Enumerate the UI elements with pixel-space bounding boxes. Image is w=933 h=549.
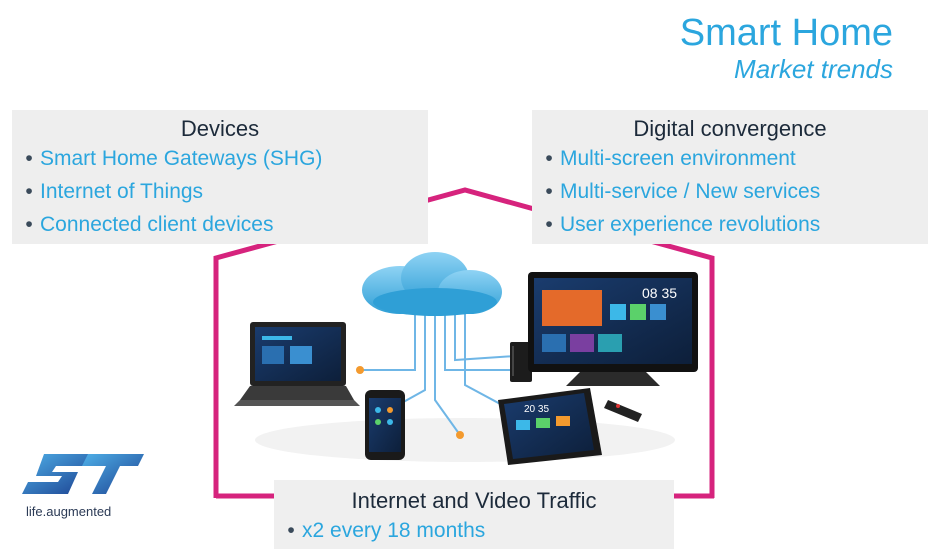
bullet-icon: • bbox=[287, 519, 295, 542]
laptop-icon bbox=[234, 322, 360, 406]
tv-clock: 08 35 bbox=[642, 285, 677, 301]
list-item: • Smart Home Gateways (SHG) bbox=[18, 142, 428, 175]
convergence-panel: Digital convergence • Multi-screen enviro… bbox=[532, 110, 928, 244]
bullet-icon: • bbox=[545, 147, 553, 170]
page-title: Smart Home bbox=[679, 12, 893, 54]
list-item: • Multi-screen environment bbox=[538, 142, 928, 175]
convergence-list: • Multi-screen environment • Multi-service… bbox=[532, 142, 928, 241]
list-item-label: Smart Home Gateways (SHG) bbox=[40, 147, 323, 170]
bullet-icon: • bbox=[545, 213, 553, 236]
bullet-icon: • bbox=[25, 180, 33, 203]
traffic-heading: Internet and Video Traffic bbox=[351, 488, 597, 513]
bullet-icon: • bbox=[545, 180, 553, 203]
list-item: • Multi-service / New services bbox=[538, 175, 928, 208]
list-item-label: x2 every 18 months bbox=[302, 519, 486, 542]
remote-control-icon bbox=[604, 400, 642, 422]
bullet-icon: • bbox=[25, 147, 33, 170]
st-logo-mark bbox=[22, 454, 144, 494]
devices-panel: Devices • Smart Home Gateways (SHG) • Inte… bbox=[12, 110, 428, 244]
page-title-block: Smart Home Market trends bbox=[680, 12, 893, 84]
logo-tagline: life.augmented bbox=[26, 504, 112, 519]
traffic-panel: Internet and Video Traffic • x2 every 18 … bbox=[274, 480, 674, 549]
connected-devices-illustration: 08 35 20 35 bbox=[234, 252, 698, 465]
list-item: • Internet of Things bbox=[18, 175, 428, 208]
bullet-icon: • bbox=[25, 213, 33, 236]
devices-list: • Smart Home Gateways (SHG) • Internet of … bbox=[12, 142, 428, 241]
tablet-icon: 20 35 bbox=[498, 388, 602, 465]
gateway-box-icon bbox=[510, 342, 532, 382]
cloud-icon bbox=[362, 252, 502, 316]
page-subtitle: Market trends bbox=[734, 54, 893, 84]
list-item-label: Multi-service / New services bbox=[560, 180, 821, 203]
list-item-label: Multi-screen environment bbox=[560, 147, 796, 170]
st-logo: life.augmented bbox=[22, 452, 152, 522]
tv-icon: 08 35 bbox=[528, 272, 698, 386]
list-item-label: Connected client devices bbox=[40, 213, 274, 236]
tablet-clock: 20 35 bbox=[524, 404, 549, 415]
list-item: • x2 every 18 months bbox=[280, 514, 674, 547]
list-item-label: Internet of Things bbox=[40, 180, 204, 203]
traffic-list: • x2 every 18 months bbox=[274, 514, 674, 547]
convergence-heading: Digital convergence bbox=[633, 116, 827, 141]
phone-icon bbox=[365, 390, 405, 460]
list-item-label: User experience revolutions bbox=[560, 213, 821, 236]
devices-heading: Devices bbox=[180, 116, 260, 141]
list-item: • User experience revolutions bbox=[538, 208, 928, 241]
list-item: • Connected client devices bbox=[18, 208, 428, 241]
